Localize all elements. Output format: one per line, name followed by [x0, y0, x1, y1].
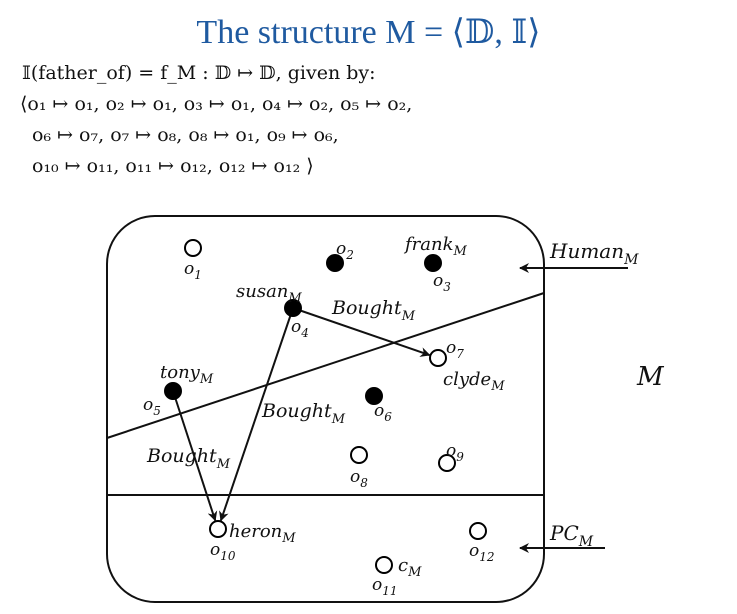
node-o4	[284, 299, 302, 317]
node-sub-o11: o11	[372, 575, 398, 598]
node-sub-o6: o6	[374, 401, 392, 424]
page-title: The structure M = ⟨𝔻, 𝕀⟩	[196, 14, 541, 51]
node-sub-o3: o3	[433, 271, 451, 294]
formula-line-1: ⟨o₁ ↦ o₁, o₂ ↦ o₁, o₃ ↦ o₁, o₄ ↦ o₂, o₅ …	[20, 93, 413, 115]
pc-label: PCM	[549, 521, 594, 550]
node-o10	[209, 520, 227, 538]
node-sub-o1: o1	[184, 259, 202, 282]
edge-o5-o10	[172, 390, 218, 522]
human-label: HumanM	[549, 239, 639, 268]
node-o6	[365, 387, 383, 405]
node-sub-o7: o7	[446, 338, 464, 361]
node-o1	[184, 239, 202, 257]
edge-label-o4-o7: BoughtM	[331, 297, 416, 324]
edge-label-o4-o10: BoughtM	[261, 400, 346, 427]
node-name-o10: heronM	[229, 521, 296, 546]
formula-line-3: o₁₀ ↦ o₁₁, o₁₁ ↦ o₁₂, o₁₂ ↦ o₁₂ ⟩	[32, 155, 314, 177]
node-sub-o2: o2	[336, 239, 354, 262]
node-sub-o12: o12	[469, 541, 495, 564]
edge-label-o5-o10: BoughtM	[146, 445, 231, 472]
node-o9	[438, 454, 456, 472]
node-sub-o5: o5	[143, 395, 161, 418]
edge-o4-o10	[219, 307, 294, 522]
node-o7	[429, 349, 447, 367]
node-name-o11: cM	[398, 555, 422, 580]
domain-box	[106, 215, 545, 603]
node-sub-o4: o4	[291, 317, 309, 340]
formula-line-0: 𝕀(father_of) = f_M : 𝔻 ↦ 𝔻, given by:	[22, 62, 376, 84]
node-o3	[424, 254, 442, 272]
node-o11	[375, 556, 393, 574]
node-name-o3: frankM	[403, 234, 468, 259]
node-name-o7: clydeM	[443, 369, 505, 394]
node-o12	[469, 522, 487, 540]
node-name-o5: tonyM	[160, 362, 214, 387]
structure-label: M	[636, 362, 665, 392]
node-o5	[164, 382, 182, 400]
node-sub-o8: o8	[350, 467, 368, 490]
edge-o4-o7	[292, 307, 431, 357]
node-sub-o9: o9	[446, 441, 464, 464]
node-sub-o10: o10	[210, 540, 236, 563]
node-name-o4: susanM	[236, 281, 302, 306]
formula-line-2: o₆ ↦ o₇, o₇ ↦ o₈, o₈ ↦ o₁, o₉ ↦ o₆,	[32, 124, 339, 146]
node-o2	[326, 254, 344, 272]
node-o8	[350, 446, 368, 464]
